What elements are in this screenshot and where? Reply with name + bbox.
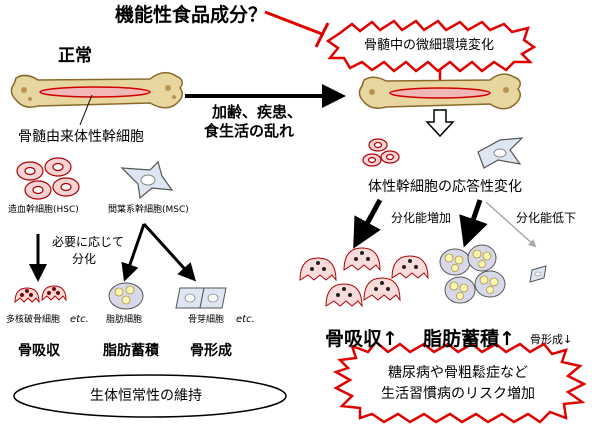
- response-change-label: 体性幹細胞の応答性変化: [368, 179, 522, 195]
- bone-left: [10, 71, 183, 109]
- bone-formation-label: 骨形成: [190, 343, 232, 359]
- etc-label-1: etc.: [70, 314, 89, 325]
- osteoclast-label: 多核破骨細胞: [6, 315, 61, 325]
- msc-cell: [120, 160, 174, 200]
- arrow-msc-bone: [142, 222, 197, 282]
- pointer-line: [79, 94, 93, 126]
- etc-label-2: etc.: [236, 314, 255, 325]
- arrow-decrease: [485, 201, 537, 248]
- osteoclast-cells-right: [299, 247, 429, 308]
- inhibition-line: [264, 10, 330, 48]
- osteoclast-cells-left: [14, 285, 67, 304]
- adipocyte-label: 脂肪細胞: [106, 315, 143, 325]
- arrow-msc-fat: [121, 223, 146, 282]
- bone-formation-down-label: 骨形成↓: [530, 333, 573, 346]
- msc-cell-right: [477, 137, 524, 169]
- stem-cell-title: 骨髄由来体性幹細胞: [18, 129, 144, 145]
- normal-label: 正常: [58, 46, 92, 66]
- hsc-label: 造血幹細胞(HSC): [8, 205, 79, 215]
- adipocyte-cell-left: [108, 282, 144, 310]
- differentiate-line-2: 分化: [72, 252, 97, 266]
- hsc-cells-right: [362, 138, 400, 167]
- fat-accumulation-label: 脂肪蓄積: [103, 343, 159, 359]
- homeostasis-label: 生体恒常性の維持: [90, 388, 202, 404]
- bone-resorption-up-label: 骨吸収↑: [325, 328, 398, 350]
- adipocyte-cells-right: [439, 244, 506, 304]
- risk-line-2: 生活習慣病のリスク増加: [381, 386, 535, 402]
- osteoblast-cells-left: [175, 287, 227, 309]
- homeostasis-ellipse: [13, 374, 287, 418]
- bone-right: [358, 73, 521, 110]
- cause-line-2: 食生活の乱れ: [204, 122, 295, 140]
- hollow-down-arrow: [425, 109, 455, 138]
- marrow-change-starburst: [325, 19, 537, 73]
- title: 機能性食品成分？: [115, 4, 268, 26]
- risk-line-1: 糖尿病や骨粗鬆症など: [388, 365, 528, 381]
- osteoclast-nuclei: [310, 251, 418, 297]
- fat-accumulation-up-label: 脂肪蓄積↑: [423, 328, 515, 350]
- hsc-cells: [16, 157, 80, 200]
- arrow-increase-mid: [459, 199, 488, 248]
- differentiate-line-1: 必要に応じて: [52, 235, 125, 249]
- bone-resorption-label: 骨吸収: [18, 343, 60, 359]
- osteoblast-label: 骨芽細胞: [188, 315, 225, 325]
- arrow-increase-left: [353, 198, 383, 249]
- diff-decrease-label: 分化能低下: [516, 211, 577, 225]
- risk-starburst: [332, 340, 587, 424]
- osteoblast-cell-right: [529, 265, 547, 283]
- msc-label: 間葉系幹細胞(MSC): [108, 205, 189, 215]
- marrow-change-label: 骨髄中の微細環境変化: [364, 38, 495, 53]
- cause-line-1: 加齢、疾患、: [212, 103, 303, 121]
- diff-increase-label: 分化能増加: [391, 211, 452, 225]
